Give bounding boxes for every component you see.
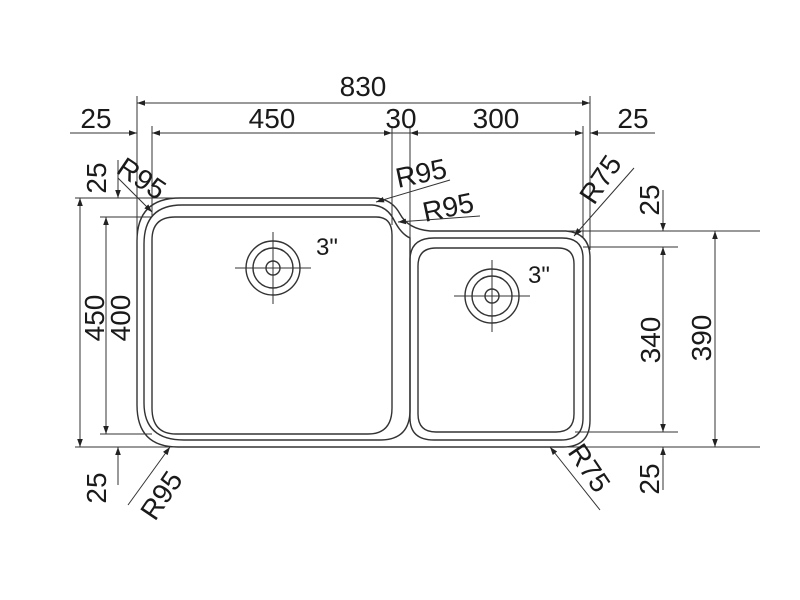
divider-left-radius-label: R95: [393, 153, 450, 194]
right-section-height-label: 390: [686, 315, 717, 362]
right-margin-label: 25: [617, 103, 648, 134]
radius-leaders: [117, 167, 635, 511]
bottom-left-radius-label: R95: [134, 465, 188, 525]
left-bowl: [151, 216, 393, 435]
right-bowl-width-label: 300: [473, 103, 520, 134]
sink-outline: [136, 197, 591, 448]
bottom-right-offset-label: 25: [634, 463, 665, 494]
top-right-offset-label: 25: [634, 184, 665, 215]
left-height-dimensions: [77, 160, 121, 485]
divider-right-radius-label: R95: [420, 187, 477, 228]
top-left-offset-label: 25: [81, 162, 112, 193]
left-bowl-height-label: 400: [105, 295, 136, 342]
right-drain: [454, 260, 530, 332]
right-height-dimensions: [660, 190, 718, 490]
left-bowl-width-label: 450: [249, 103, 296, 134]
sink-outer-edge: [136, 197, 591, 448]
sink-inner-edge: [143, 204, 411, 441]
left-margin-label: 25: [80, 103, 111, 134]
overall-width-label: 830: [340, 71, 387, 102]
right-drain-size-label: 3": [528, 262, 550, 289]
top-right-radius-label: R75: [573, 149, 627, 209]
overall-height-label: 450: [79, 295, 110, 342]
left-drain-size-label: 3": [316, 234, 338, 261]
right-bowl-rim: [409, 237, 584, 441]
horizontal-extension-lines: [75, 197, 760, 448]
right-bowl-height-label: 340: [635, 317, 666, 364]
vertical-extension-lines: [136, 96, 591, 250]
bottom-left-offset-label: 25: [81, 472, 112, 503]
left-drain: [235, 232, 311, 304]
right-bowl: [417, 247, 575, 433]
divider-width-label: 30: [385, 103, 416, 134]
